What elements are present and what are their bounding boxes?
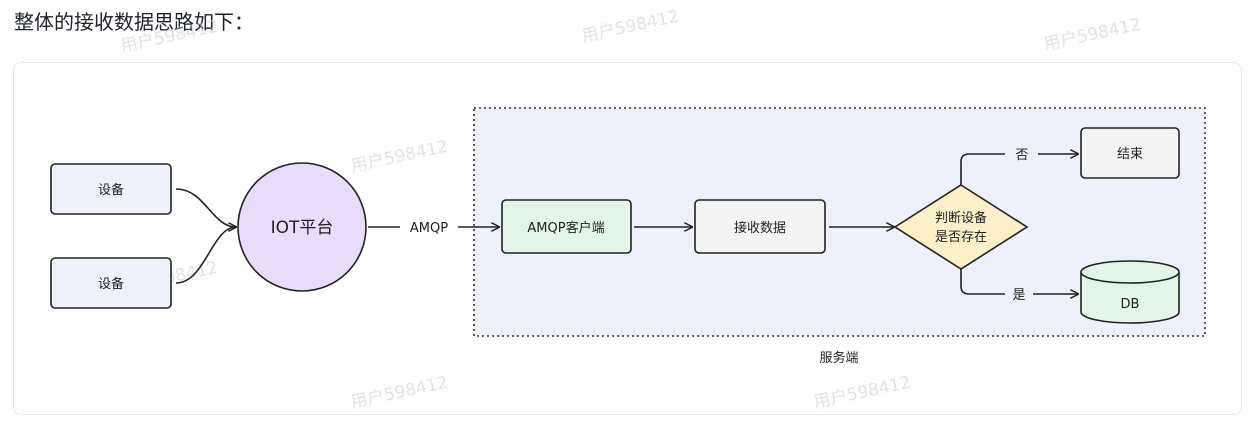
no-branch-label: 否: [1015, 148, 1028, 163]
db-node: [1080, 260, 1180, 324]
connector-decision-yes: [960, 269, 1005, 295]
page-heading: 整体的接收数据思路如下：: [14, 10, 254, 34]
receive-data-node: [694, 199, 826, 254]
receive-data-label: 接收数据: [734, 220, 786, 236]
iot-platform-label: IOT平台: [271, 218, 334, 238]
server-area-label: 服务端: [819, 350, 858, 366]
device-label-1: 设备: [98, 182, 124, 198]
svg-text:用户598412: 用户598412: [580, 7, 681, 47]
decision-label-line1: 判断设备: [935, 210, 987, 226]
device-node-2: [50, 257, 172, 309]
svg-text:用户598412: 用户598412: [1042, 15, 1143, 55]
connector-decision-no: [960, 153, 1005, 185]
amqp-client-node: [501, 199, 632, 254]
svg-text:用户598412: 用户598412: [349, 137, 450, 177]
device-label-2: 设备: [98, 276, 124, 292]
connector-device2-platform: [175, 226, 237, 284]
connector-device1-platform: [175, 188, 236, 227]
protocol-label: AMQP: [410, 221, 448, 236]
end-label: 结束: [1117, 147, 1143, 162]
device-node-1: [50, 163, 172, 215]
db-label: DB: [1121, 297, 1140, 312]
iot-platform-node: [237, 162, 367, 292]
end-node: [1080, 127, 1180, 179]
amqp-client-label: AMQP客户端: [527, 220, 604, 236]
svg-text:用户598412: 用户598412: [812, 373, 913, 413]
yes-branch-label: 是: [1012, 288, 1025, 303]
decision-label-line2: 是否存在: [935, 230, 987, 245]
svg-text:用户598412: 用户598412: [119, 17, 220, 57]
svg-text:用户598412: 用户598412: [349, 373, 450, 413]
